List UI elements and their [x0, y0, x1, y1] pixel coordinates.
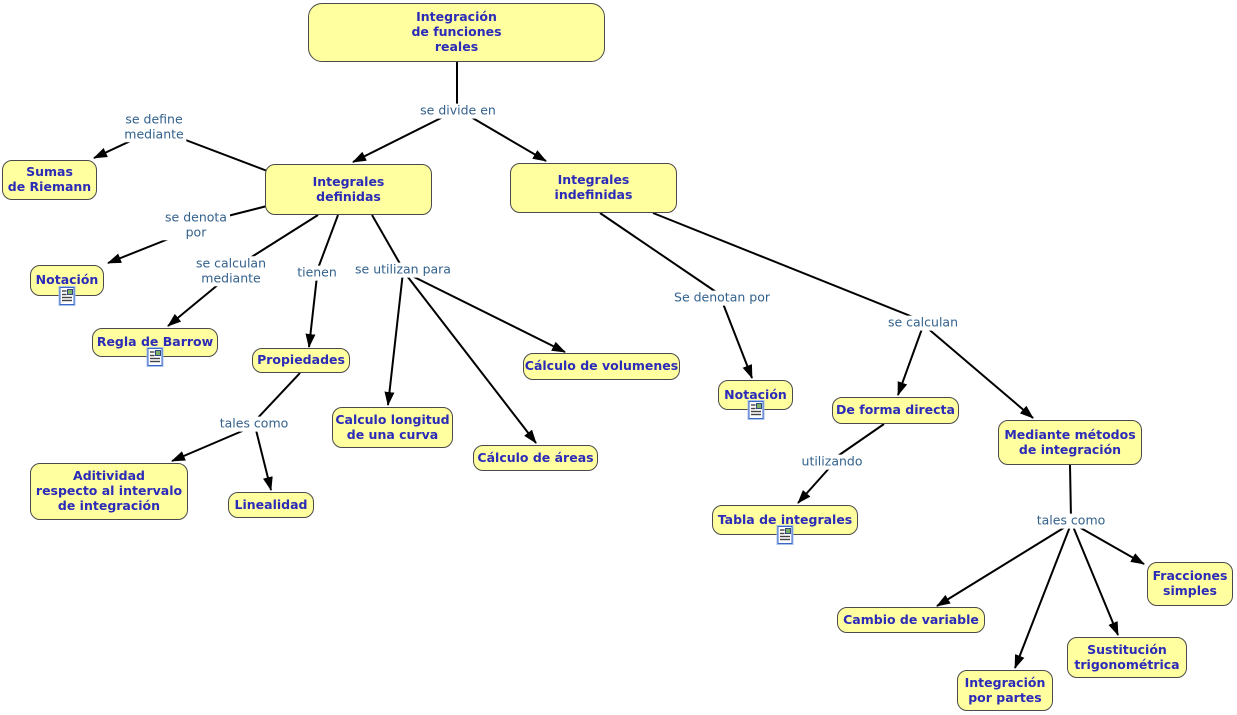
linking-phrase-se-define-mediante[interactable]: se define mediante	[121, 111, 187, 142]
node-sustitucion-trigonometrica[interactable]: Sustitución trigonométrica	[1067, 637, 1187, 678]
linking-phrase-se-divide-en[interactable]: se divide en	[417, 103, 499, 119]
linking-phrase-se-utilizan-para[interactable]: se utilizan para	[352, 262, 454, 278]
linking-phrase-se-denotan-por[interactable]: Se denotan por	[671, 290, 773, 306]
linking-phrase-tales-como-indefinidas[interactable]: tales como	[1033, 513, 1109, 529]
node-propiedades[interactable]: Propiedades	[252, 348, 350, 373]
node-integracion-de-funciones-reales[interactable]: Integración de funciones reales	[308, 3, 605, 62]
resource-document-icon[interactable]	[58, 286, 76, 306]
linking-phrase-se-calculan-mediante[interactable]: se calculan mediante	[192, 255, 270, 286]
node-linealidad[interactable]: Linealidad	[228, 492, 314, 518]
node-fracciones-simples[interactable]: Fracciones simples	[1147, 562, 1233, 606]
node-regla-de-barrow[interactable]: Regla de Barrow	[92, 328, 218, 367]
linking-phrase-se-calculan[interactable]: se calculan	[884, 315, 962, 331]
node-label: Regla de Barrow	[96, 334, 214, 350]
resource-document-icon[interactable]	[747, 400, 764, 420]
node-de-forma-directa[interactable]: De forma directa	[832, 397, 959, 424]
node-tabla-de-integrales[interactable]: Tabla de integrales	[712, 505, 858, 545]
linking-phrase-tienen[interactable]: tienen	[294, 265, 340, 281]
node-sumas-de-riemann[interactable]: Sumas de Riemann	[2, 160, 97, 200]
linking-phrase-utilizando[interactable]: utilizando	[798, 454, 866, 470]
link-stems	[153, 62, 1072, 520]
node-aditividad-respecto-al-intervalo[interactable]: Aditividad respecto al intervalo de inte…	[30, 463, 188, 520]
resource-document-icon[interactable]	[776, 525, 794, 545]
node-cambio-de-variable[interactable]: Cambio de variable	[837, 607, 985, 633]
node-calculo-longitud-de-una-curva[interactable]: Calculo longitud de una curva	[332, 407, 453, 448]
node-notacion-definidas[interactable]: Notación	[30, 265, 104, 306]
node-mediante-metodos-de-integracion[interactable]: Mediante métodos de integración	[998, 420, 1142, 465]
linking-phrase-se-denota-por[interactable]: se denota por	[162, 209, 230, 240]
node-calculo-de-volumenes[interactable]: Cálculo de volumenes	[523, 353, 680, 380]
resource-document-icon[interactable]	[146, 347, 164, 367]
node-label: Notación	[724, 386, 787, 402]
node-integrales-indefinidas[interactable]: Integrales indefinidas	[510, 163, 677, 213]
linking-phrase-tales-como-definidas[interactable]: tales como	[216, 416, 292, 432]
node-notacion-indefinidas[interactable]: Notación	[718, 380, 793, 420]
node-integracion-por-partes[interactable]: Integración por partes	[957, 670, 1053, 711]
node-label: Tabla de integrales	[717, 511, 853, 527]
node-label: Notación	[35, 272, 99, 288]
node-integrales-definidas[interactable]: Integrales definidas	[265, 164, 432, 215]
node-calculo-de-areas[interactable]: Cálculo de áreas	[473, 445, 598, 471]
